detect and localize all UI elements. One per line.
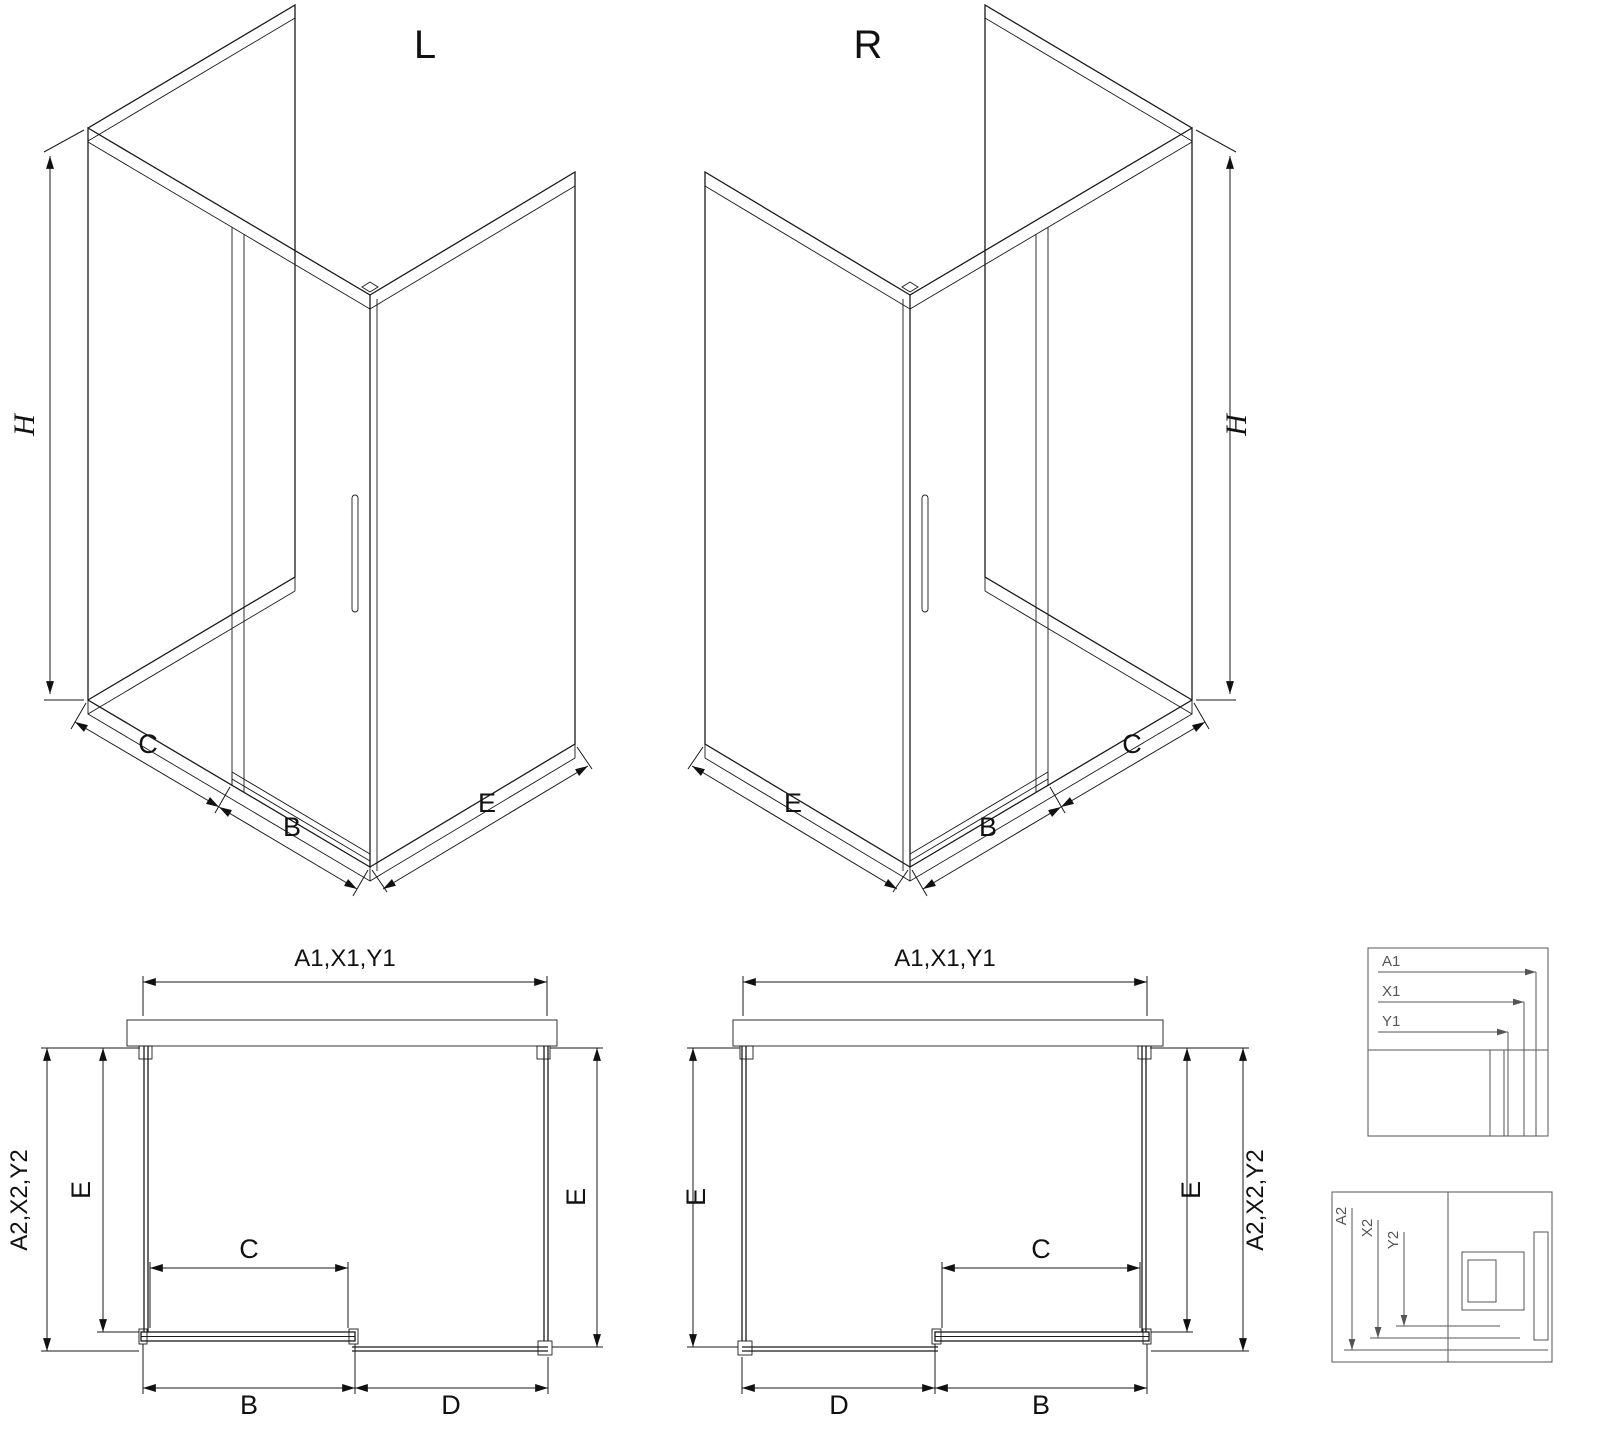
plan-left-dim-side: A2,X2,Y2	[6, 1149, 33, 1250]
dim-ext-h	[43, 129, 85, 701]
plan-left-dim-d: D	[441, 1390, 461, 1420]
dim-label-b-left: B	[283, 812, 301, 842]
plan-right-glass	[543, 1046, 549, 1341]
iso-enclosure-geometry-left	[43, 3, 593, 897]
plan-left-wall-profile	[138, 1045, 153, 1060]
iso-enclosure-geometry-right	[688, 5, 1236, 896]
plan-left-dim-e-right: E	[561, 1188, 591, 1206]
plan-left-dim-e-left: E	[66, 1181, 96, 1199]
dim-ext-a2	[41, 1047, 139, 1352]
detail-top-profile-section: A1 X1 Y1	[1367, 947, 1549, 1137]
plan-right-wall-profile	[536, 1045, 551, 1060]
door-handle	[351, 494, 359, 613]
detail-label-a2: A2	[1333, 1207, 1350, 1225]
detail-bottom-frame	[1331, 1191, 1553, 1363]
detail-bottom-hatch-strip	[1533, 1231, 1549, 1341]
plan-left-dim-top: A1,X1,Y1	[294, 945, 395, 972]
dim-line-e	[382, 765, 589, 890]
plan-right-dim-d: D	[829, 1390, 849, 1420]
detail-top-frame	[1367, 947, 1549, 1137]
detail-bottom-profile-outer	[1461, 1251, 1525, 1311]
plan-right-dim-c: C	[1031, 1234, 1051, 1264]
dim-label-c-left: C	[138, 729, 158, 759]
detail-bottom-profile-inner	[1467, 1259, 1497, 1303]
detail-bottom-ref-lines	[1344, 1325, 1548, 1351]
plan-door-end-cap-right	[348, 1328, 359, 1345]
plan-view-geometry-right	[687, 976, 1249, 1394]
detail-top-profile-lines	[1507, 972, 1537, 1136]
side-panel-top-rail	[369, 185, 576, 310]
back-glass-panel	[87, 3, 296, 701]
shower-tray	[87, 577, 576, 882]
detail-label-x1: X1	[1382, 983, 1400, 1000]
back-panel-top-rail	[87, 17, 296, 142]
dim-ext-b	[352, 869, 369, 897]
detail-label-x2: X2	[1359, 1219, 1376, 1237]
variant-label-left: L	[414, 23, 436, 67]
plan-view-geometry-left	[41, 976, 603, 1394]
plan-right-dim-e-left: E	[681, 1188, 711, 1206]
side-glass-panel	[369, 170, 576, 868]
plan-left-dim-b: B	[240, 1390, 258, 1420]
detail-label-a1: A1	[1382, 953, 1400, 970]
dim-label-b-right: B	[979, 812, 997, 842]
detail-label-y2: Y2	[1385, 1231, 1402, 1249]
detail-bottom-profile-section: A2 X2 Y2	[1331, 1191, 1553, 1363]
dim-label-h-right: H	[1220, 412, 1253, 437]
dim-label-e-right: E	[784, 788, 802, 818]
dim-line-b	[218, 806, 358, 890]
dim-label-e-left: E	[478, 788, 496, 818]
front-glass-wall	[87, 126, 371, 869]
dim-ext-c-plan	[149, 1262, 349, 1328]
plan-right-dim-top: A1,X1,Y1	[894, 945, 995, 972]
detail-top-hatch-strip	[1489, 1049, 1505, 1137]
variant-label-right: R	[854, 23, 883, 67]
dim-line-c	[74, 721, 220, 808]
plan-front-corner-profile	[537, 1340, 553, 1356]
plan-right-dim-side: A2,X2,Y2	[1242, 1149, 1269, 1250]
plan-right-dim-e-right: E	[1176, 1181, 1206, 1199]
front-wall-top-rail	[87, 141, 371, 310]
dim-label-c-right: C	[1122, 729, 1142, 759]
dim-label-h-left: H	[8, 412, 41, 437]
corner-top-cap	[361, 281, 379, 293]
dim-ext-e	[371, 746, 593, 893]
wall-section-hatched	[126, 1019, 558, 1047]
plan-left-dim-c: C	[239, 1234, 259, 1264]
plan-right-dim-b: B	[1032, 1390, 1050, 1420]
plan-front-fixed-glass	[352, 1346, 548, 1352]
dim-ext-c	[70, 702, 231, 814]
detail-label-y1: Y1	[1382, 1013, 1400, 1030]
plan-left-glass	[143, 1046, 149, 1332]
